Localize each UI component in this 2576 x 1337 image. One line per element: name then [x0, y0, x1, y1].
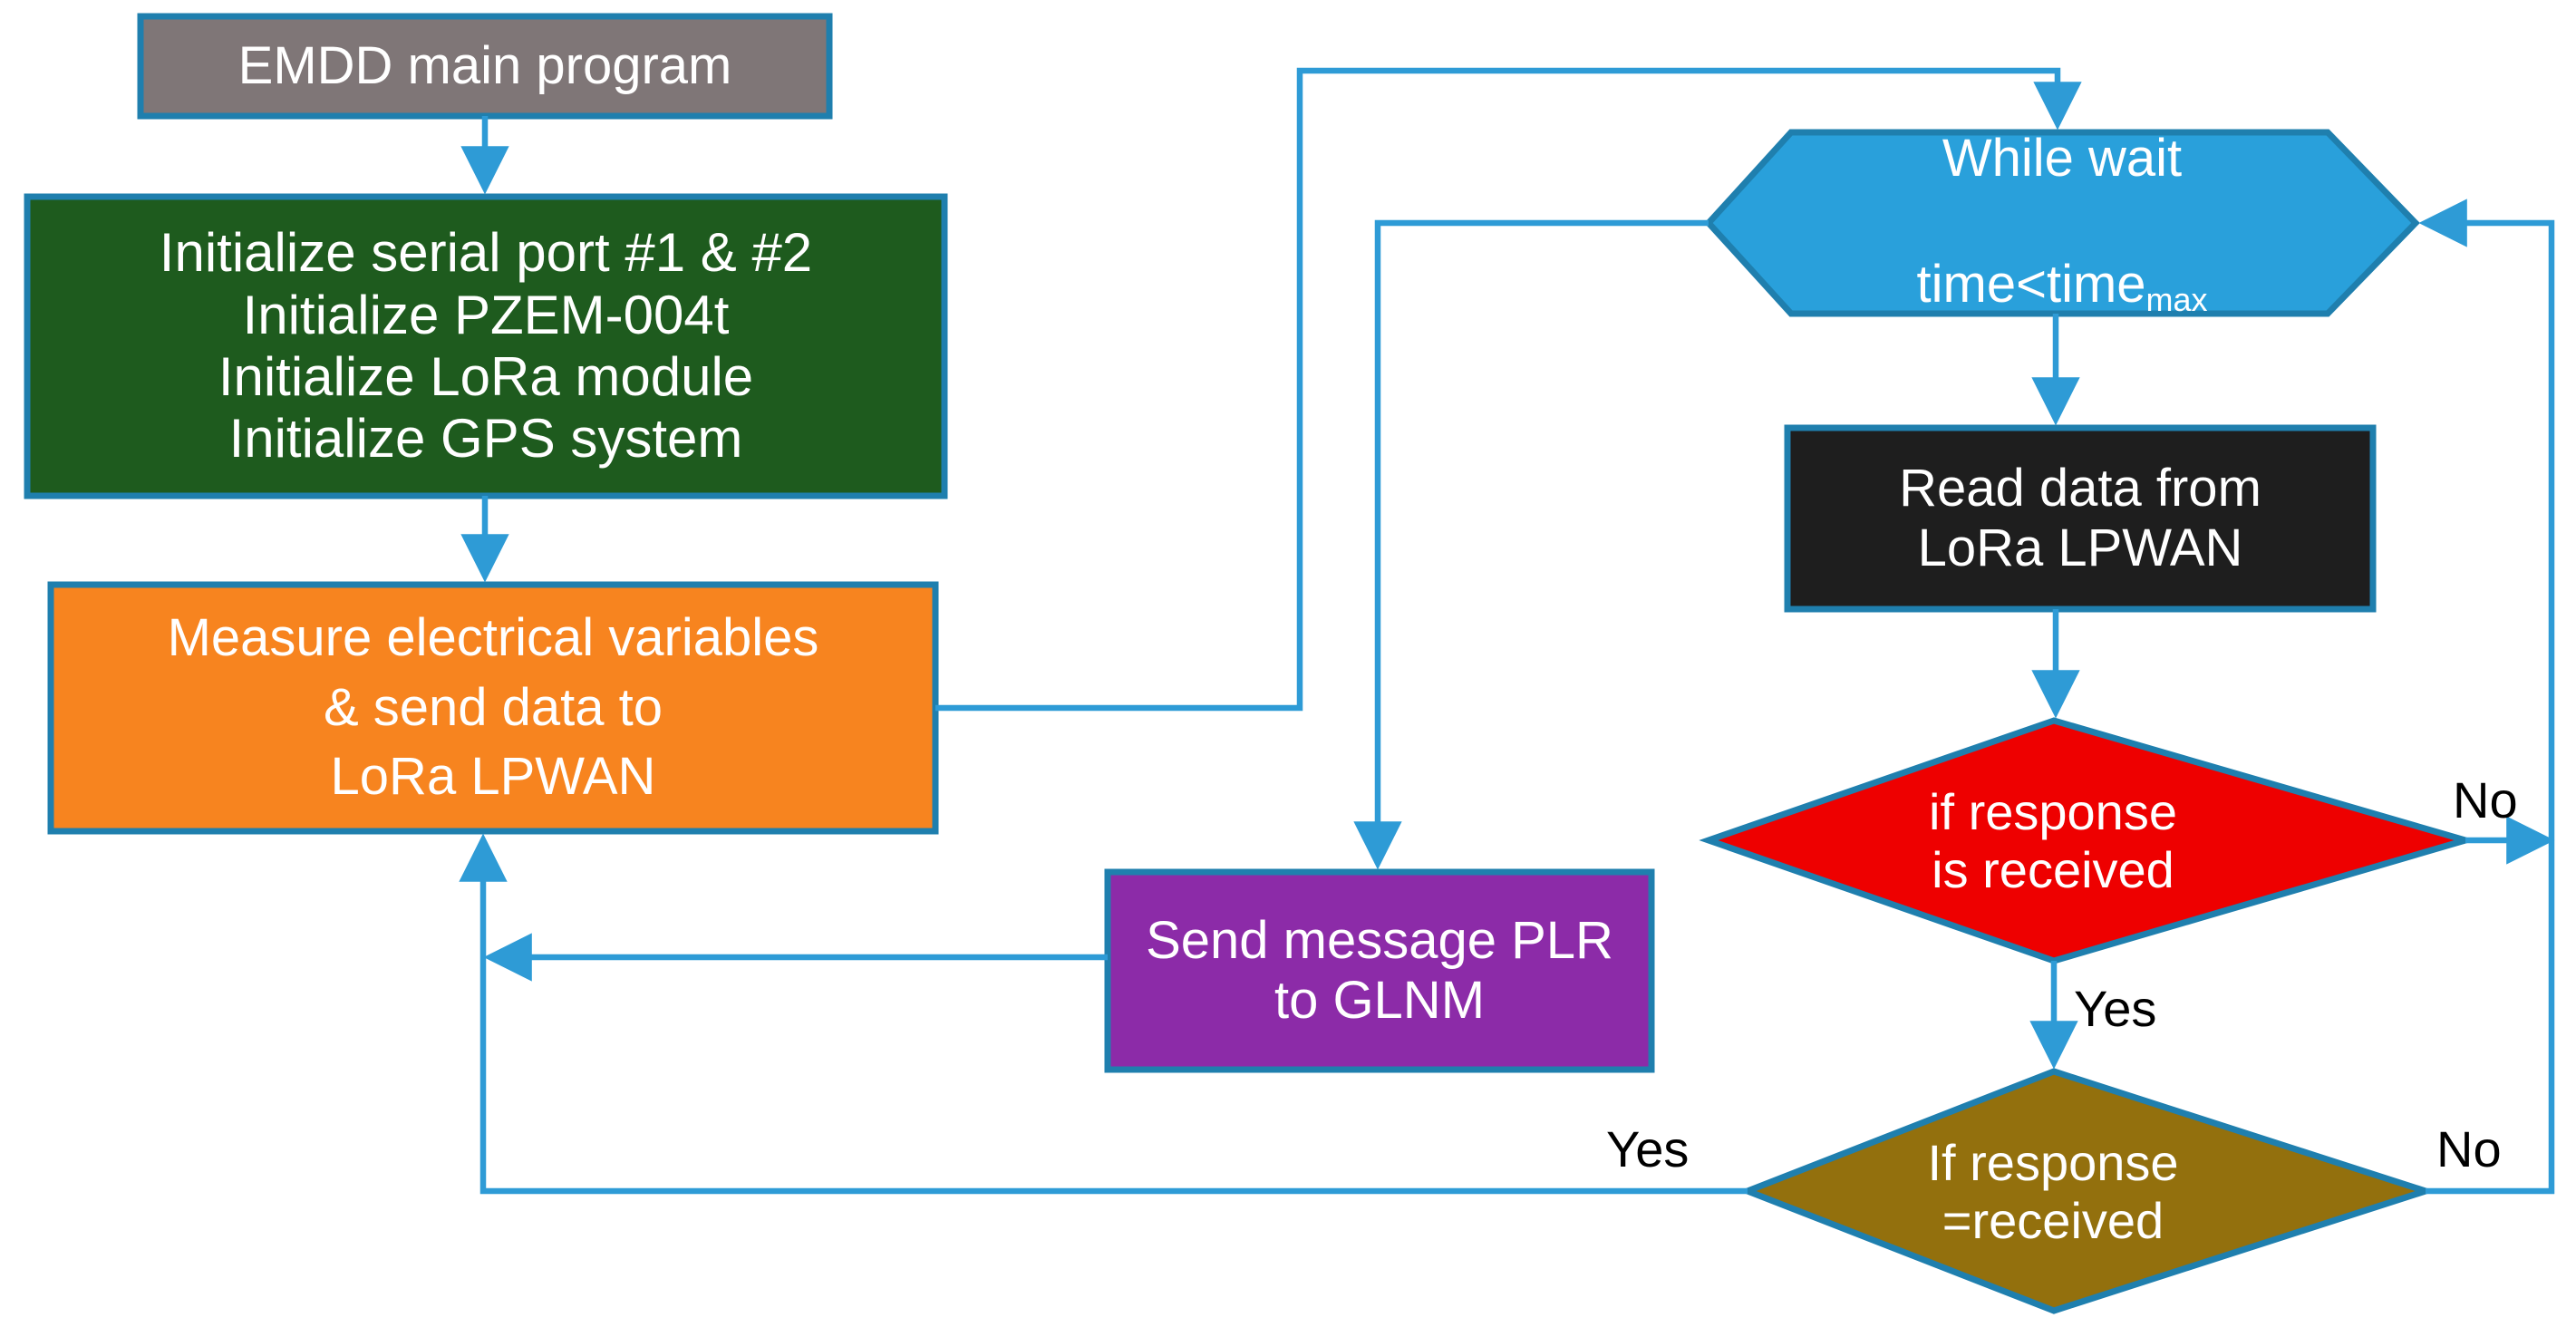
- edge-label-brown-yes: Yes: [1606, 1120, 1690, 1177]
- edge-label-red-yes: Yes: [2074, 980, 2157, 1037]
- node-if-response-equals-received[interactable]: [1738, 1068, 2436, 1314]
- node-read-data-lora[interactable]: [1784, 424, 2377, 613]
- node-if-response-is-received[interactable]: [1699, 717, 2477, 964]
- node-emdd-main-program[interactable]: [137, 13, 833, 120]
- edge-right-loopback-rail: [2418, 199, 2555, 1195]
- node-send-message-plr[interactable]: [1104, 868, 1655, 1073]
- edge-decision-brown-yes: [459, 833, 1748, 1195]
- edge-while-wait-to-send-plr: [1353, 219, 1709, 870]
- edge-measure-to-while-wait: [935, 67, 2082, 712]
- edge-label-brown-no: No: [2436, 1120, 2502, 1177]
- node-initialize-block[interactable]: [24, 193, 948, 499]
- edge-label-red-no: No: [2453, 771, 2518, 828]
- node-while-wait-time[interactable]: [1704, 129, 2420, 317]
- node-measure-and-send[interactable]: [47, 581, 939, 835]
